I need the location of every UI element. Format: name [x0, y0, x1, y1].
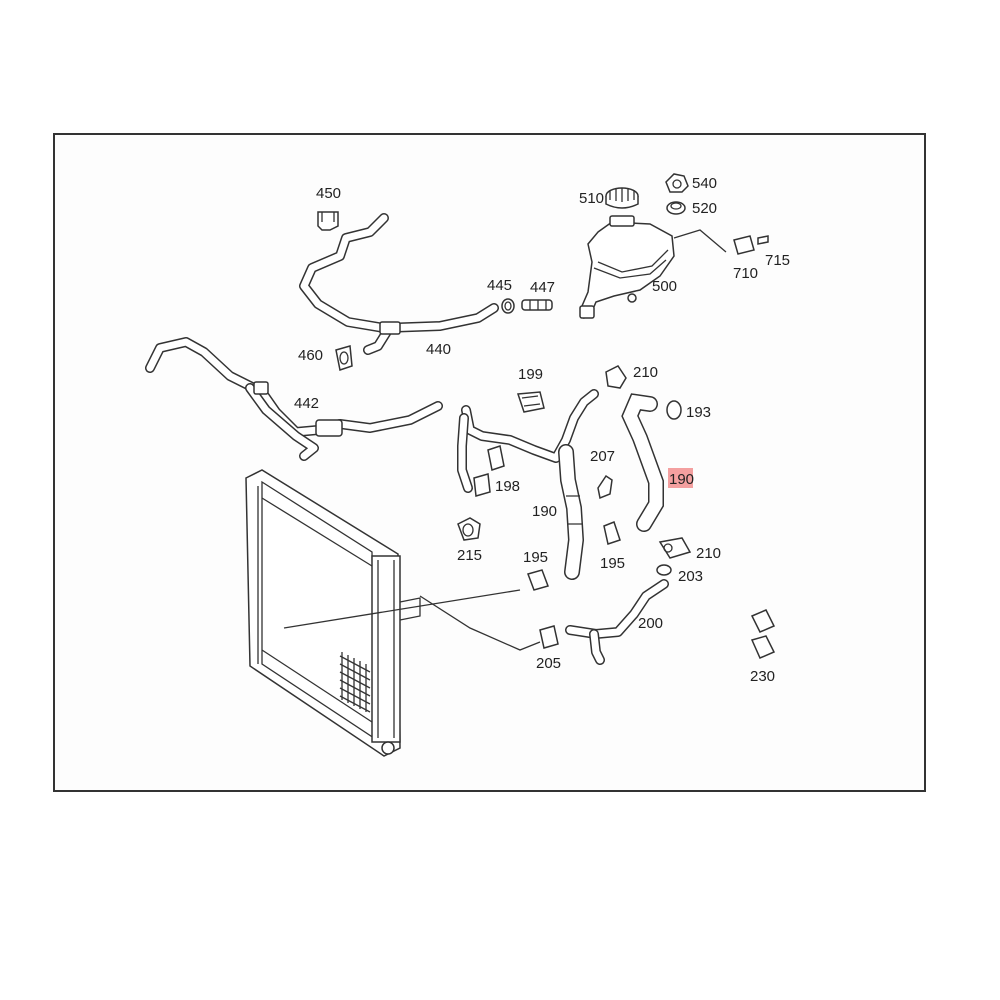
label-203: 203 [678, 568, 703, 585]
clamp-460 [335, 345, 353, 371]
label-540: 540 [692, 175, 717, 192]
seal-520 [666, 201, 686, 215]
radiator-core-grid [339, 652, 371, 713]
o-ring-193 [666, 400, 682, 420]
sensor-710 [733, 235, 769, 255]
label-710: 710 [733, 265, 758, 282]
label-510: 510 [579, 190, 604, 207]
hose-190-right [621, 393, 664, 532]
label-447: 447 [530, 279, 555, 296]
hose-200 [565, 579, 669, 665]
label-500: 500 [652, 278, 677, 295]
label-230: 230 [750, 668, 775, 685]
highlight-190 [668, 468, 693, 488]
label-190-highlighted: 190 [669, 471, 694, 488]
diagram-frame [53, 133, 926, 792]
radiator [245, 469, 541, 757]
hose-upper-190 [457, 389, 599, 493]
hose-190-vertical [558, 444, 585, 580]
label-190: 190 [532, 503, 557, 520]
label-207: 207 [590, 448, 615, 465]
label-195-right: 195 [600, 555, 625, 572]
clamp-199 [516, 391, 545, 413]
clamp-205 [539, 625, 559, 649]
clamp-210-upper [605, 365, 627, 389]
clamp-198 [473, 445, 505, 497]
label-198: 198 [495, 478, 520, 495]
connector-447 [521, 299, 553, 311]
expansion-tank-500 [579, 215, 727, 319]
cap-510 [605, 187, 639, 209]
label-205: 205 [536, 655, 561, 672]
clip-207 [597, 474, 613, 500]
part-labels: 450 445 447 440 460 442 510 540 520 500 … [294, 175, 790, 685]
label-195-left: 195 [523, 549, 548, 566]
o-ring-203 [656, 564, 672, 576]
label-200: 200 [638, 615, 663, 632]
label-450: 450 [316, 185, 341, 202]
clamp-195-right [603, 521, 621, 545]
label-210-lower: 210 [696, 545, 721, 562]
clamp-450 [317, 211, 339, 231]
label-440: 440 [426, 341, 451, 358]
clamp-195-left [527, 569, 549, 591]
clamp-215 [457, 517, 481, 541]
clamp-230 [750, 609, 776, 659]
label-715: 715 [765, 252, 790, 269]
heater-hose-442 [145, 337, 443, 461]
label-520: 520 [692, 200, 717, 217]
label-210-upper: 210 [633, 364, 658, 381]
connector-210-lower [658, 537, 692, 559]
label-199: 199 [518, 366, 543, 383]
clamp-445 [501, 298, 515, 314]
heater-hose-440 [299, 213, 499, 355]
label-445: 445 [487, 277, 512, 294]
label-442: 442 [294, 395, 319, 412]
label-460: 460 [298, 347, 323, 364]
label-215: 215 [457, 547, 482, 564]
cap-540 [665, 173, 689, 193]
label-193: 193 [686, 404, 711, 421]
